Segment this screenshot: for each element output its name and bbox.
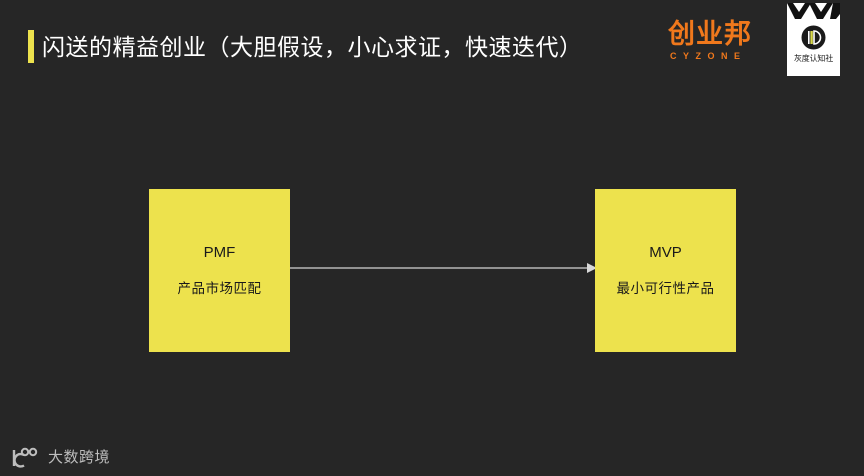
huidu-renzhishe-logo-card: 灰度认知社 <box>787 3 840 76</box>
cyzone-logo-en-text: CYZONE <box>670 51 747 61</box>
node-pmf-title: PMF <box>203 243 236 261</box>
circle-monogram-icon <box>801 25 826 50</box>
slide-header: 闪送的精益创业（大胆假设，小心求证，快速迭代） 创业邦 CYZONE 灰度认知社 <box>0 0 864 80</box>
huidu-renzhishe-label: 灰度认知社 <box>794 54 833 63</box>
node-mvp-title: MVP <box>649 243 682 261</box>
diagram-node-mvp[interactable]: MVP 最小可行性产品 <box>595 189 736 352</box>
cyzone-logo: 创业邦 CYZONE <box>668 19 772 67</box>
footer-watermark-text: 大数跨境 <box>48 449 111 466</box>
connector-arrow-pmf-to-mvp <box>290 263 597 273</box>
footer-watermark: 大数跨境 <box>10 446 110 470</box>
node-pmf-subtitle: 产品市场匹配 <box>177 280 262 296</box>
page-title: 闪送的精益创业（大胆假设，小心求证，快速迭代） <box>42 34 583 60</box>
dashukuajing-logo-icon <box>12 447 38 468</box>
diagram-node-pmf[interactable]: PMF 产品市场匹配 <box>149 189 290 352</box>
zigzag-pattern-icon <box>787 3 840 19</box>
cyzone-logo-cn-text: 创业邦 <box>668 19 752 49</box>
title-accent-bar <box>28 30 34 63</box>
node-mvp-subtitle: 最小可行性产品 <box>616 280 715 296</box>
